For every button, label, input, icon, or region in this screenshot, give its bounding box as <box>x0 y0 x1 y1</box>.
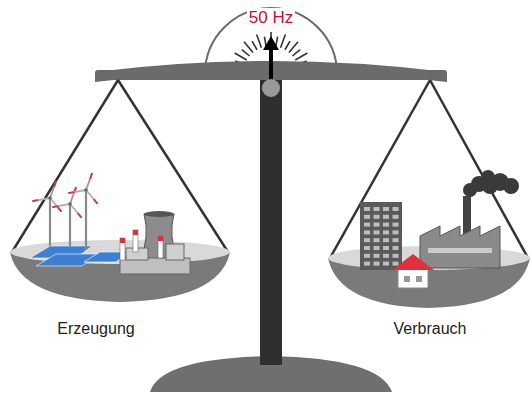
consumption-label: Verbrauch <box>392 320 469 338</box>
office-building <box>360 202 402 270</box>
needle-head <box>263 36 279 50</box>
wind-turbine <box>32 181 61 246</box>
gauge-tick <box>264 37 266 47</box>
wind-turbines <box>32 173 97 250</box>
generation-label: Erzeugung <box>55 320 136 338</box>
gauge-tick <box>276 37 278 47</box>
gauge-tick <box>289 42 298 53</box>
scale-column <box>260 80 282 365</box>
gauge-tick <box>244 42 253 53</box>
factory <box>420 170 519 268</box>
gauge-tick <box>242 50 250 56</box>
gauge-tick <box>292 50 300 56</box>
power-plant <box>120 230 190 274</box>
gauge-tick <box>295 53 307 60</box>
solar-panels <box>30 246 128 266</box>
wind-turbine <box>52 187 81 246</box>
house <box>392 254 434 288</box>
wind-turbine <box>68 173 97 250</box>
gauge-tick <box>235 53 247 60</box>
gauge-tick <box>257 35 262 48</box>
pivot <box>262 79 280 97</box>
gauge-tick <box>281 35 286 48</box>
smoke <box>463 170 519 197</box>
gauge-tick <box>252 41 257 50</box>
gauge-tick <box>285 41 290 50</box>
frequency-label: 50 Hz <box>247 8 295 28</box>
